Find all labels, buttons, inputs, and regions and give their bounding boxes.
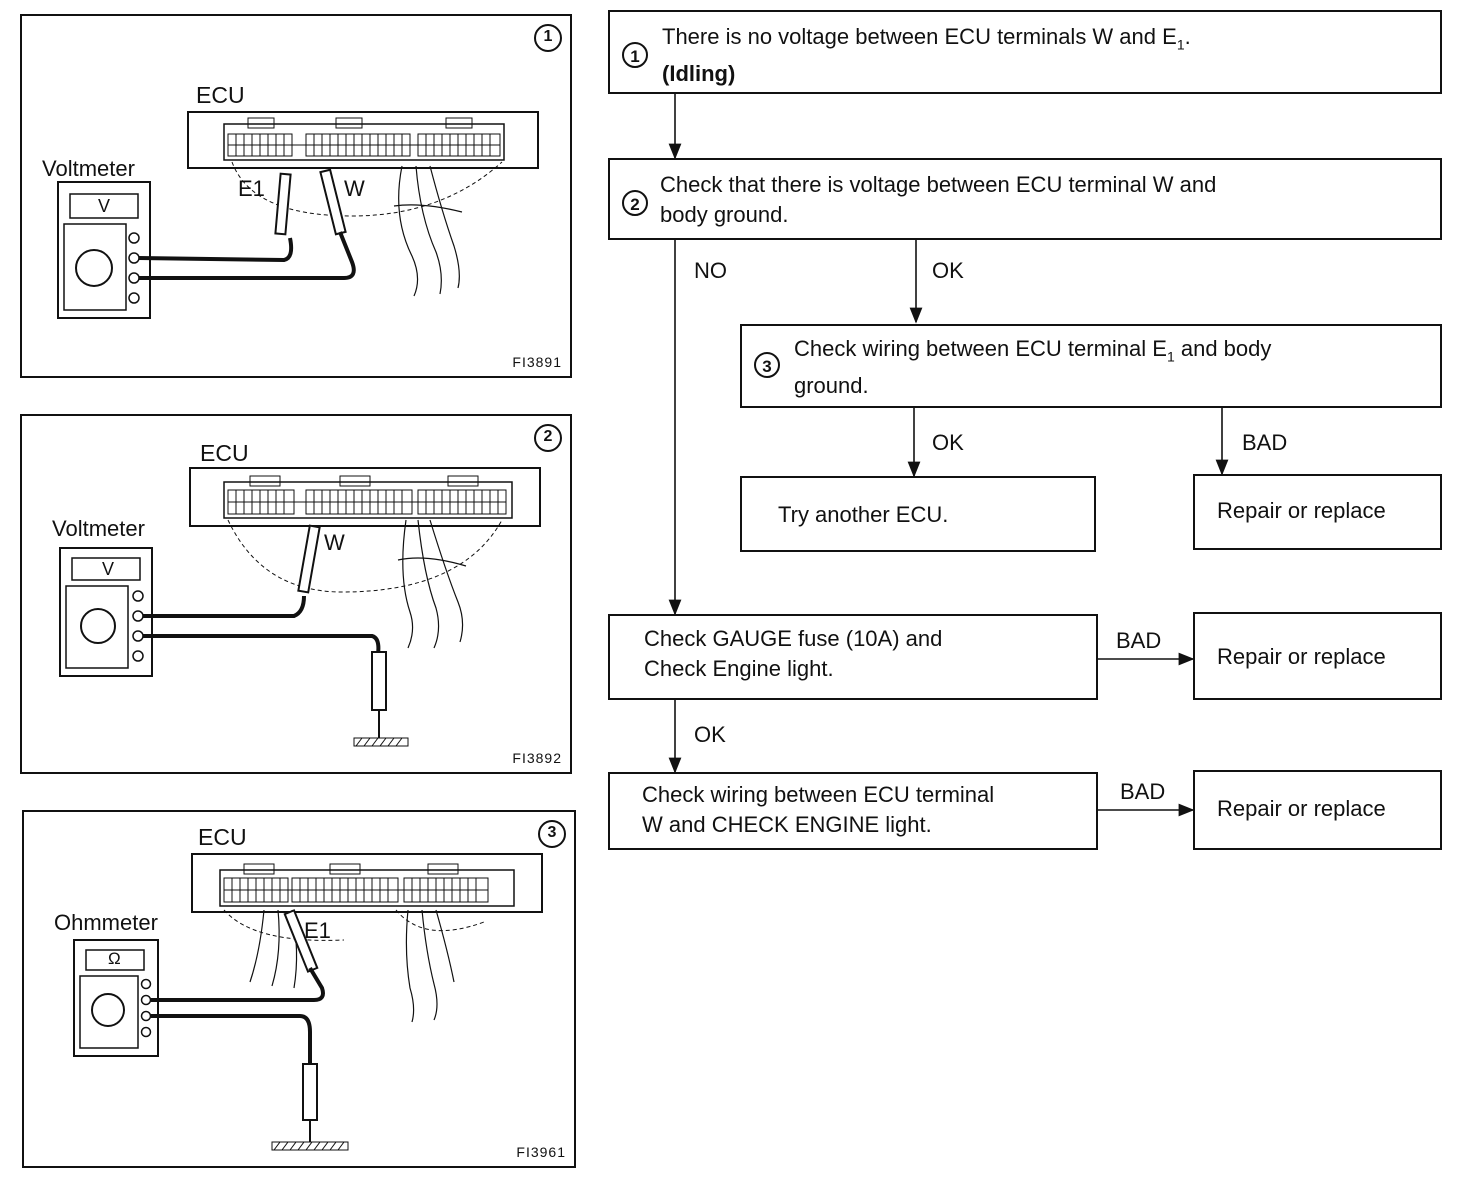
- step2-line1: Check that there is voltage between ECU …: [660, 172, 1217, 197]
- terminal-w-label: W: [324, 530, 345, 555]
- illustration-panel-1: 1 ECU Voltmeter V E1 W FI3891: [20, 14, 572, 378]
- edge-label-ok: OK: [932, 258, 964, 283]
- gauge-fuse-box: Check GAUGE fuse (10A) and Check Engine …: [608, 614, 1098, 700]
- figure-code: FI3892: [512, 750, 562, 766]
- repair-replace-box-3: Repair or replace: [1193, 770, 1442, 850]
- ohmmeter-ecu-e1-ground-illustration: [73, 853, 543, 1151]
- step-number-badge: 2: [622, 190, 648, 216]
- step3-line1: Check wiring between ECU terminal E1 and…: [794, 336, 1272, 365]
- illustration-panel-3: 3 ECU Ohmmeter Ω E1 FI3961: [22, 810, 576, 1168]
- edge-label-ok: OK: [694, 722, 726, 747]
- edge-label-bad: BAD: [1242, 430, 1288, 455]
- panel-number-badge: 3: [538, 820, 566, 848]
- step1-line1: There is no voltage between ECU terminal…: [662, 24, 1191, 53]
- repair-replace-box-2: Repair or replace: [1193, 612, 1442, 700]
- repair-replace-box-1: Repair or replace: [1193, 474, 1442, 550]
- step3-box: 3 Check wiring between ECU terminal E1 a…: [740, 324, 1442, 408]
- step-number-badge: 3: [754, 352, 780, 378]
- try-another-ecu-box: Try another ECU.: [740, 476, 1096, 552]
- meter-symbol: V: [102, 559, 115, 579]
- step-number-badge: 1: [622, 42, 648, 68]
- terminal-e1-label: E1: [238, 176, 265, 201]
- voltmeter-ecu-w-ground-illustration: [59, 467, 541, 747]
- ecu-label: ECU: [200, 440, 249, 466]
- step2-box: 2 Check that there is voltage between EC…: [608, 158, 1442, 240]
- edge-label-no: NO: [694, 258, 727, 283]
- voltmeter-label: Voltmeter: [42, 156, 135, 181]
- edge-label-bad: BAD: [1120, 779, 1166, 804]
- step3-line2: ground.: [794, 373, 869, 399]
- edge-label-bad: BAD: [1116, 628, 1162, 653]
- meter-symbol: Ω: [108, 949, 121, 968]
- ohmmeter-label: Ohmmeter: [54, 910, 158, 935]
- gauge-line1: Check GAUGE fuse (10A) and: [644, 626, 943, 651]
- meter-symbol: V: [98, 196, 111, 216]
- figure-code: FI3891: [512, 354, 562, 370]
- illustration-panel-2: 2 ECU Voltmeter V W FI3892: [20, 414, 572, 774]
- voltmeter-label: Voltmeter: [52, 516, 145, 541]
- wiring-w-check-box: Check wiring between ECU terminal W and …: [608, 772, 1098, 850]
- terminal-e1-label: E1: [304, 918, 331, 943]
- wiring-line2: W and CHECK ENGINE light.: [642, 812, 932, 837]
- panel-number-badge: 1: [534, 24, 562, 52]
- wiring-line1: Check wiring between ECU terminal: [642, 782, 995, 807]
- gauge-line2: Check Engine light.: [644, 656, 834, 681]
- step2-line2: body ground.: [660, 202, 789, 227]
- ecu-label: ECU: [198, 824, 247, 850]
- panel-number-badge: 2: [534, 424, 562, 452]
- ecu-label: ECU: [196, 82, 245, 108]
- edge-label-ok: OK: [932, 430, 964, 455]
- step1-box: 1 There is no voltage between ECU termin…: [608, 10, 1442, 94]
- terminal-w-label: W: [344, 176, 365, 201]
- voltmeter-ecu-e1-w-illustration: [57, 111, 539, 319]
- figure-code: FI3961: [516, 1144, 566, 1160]
- step1-line2: (Idling): [662, 61, 736, 87]
